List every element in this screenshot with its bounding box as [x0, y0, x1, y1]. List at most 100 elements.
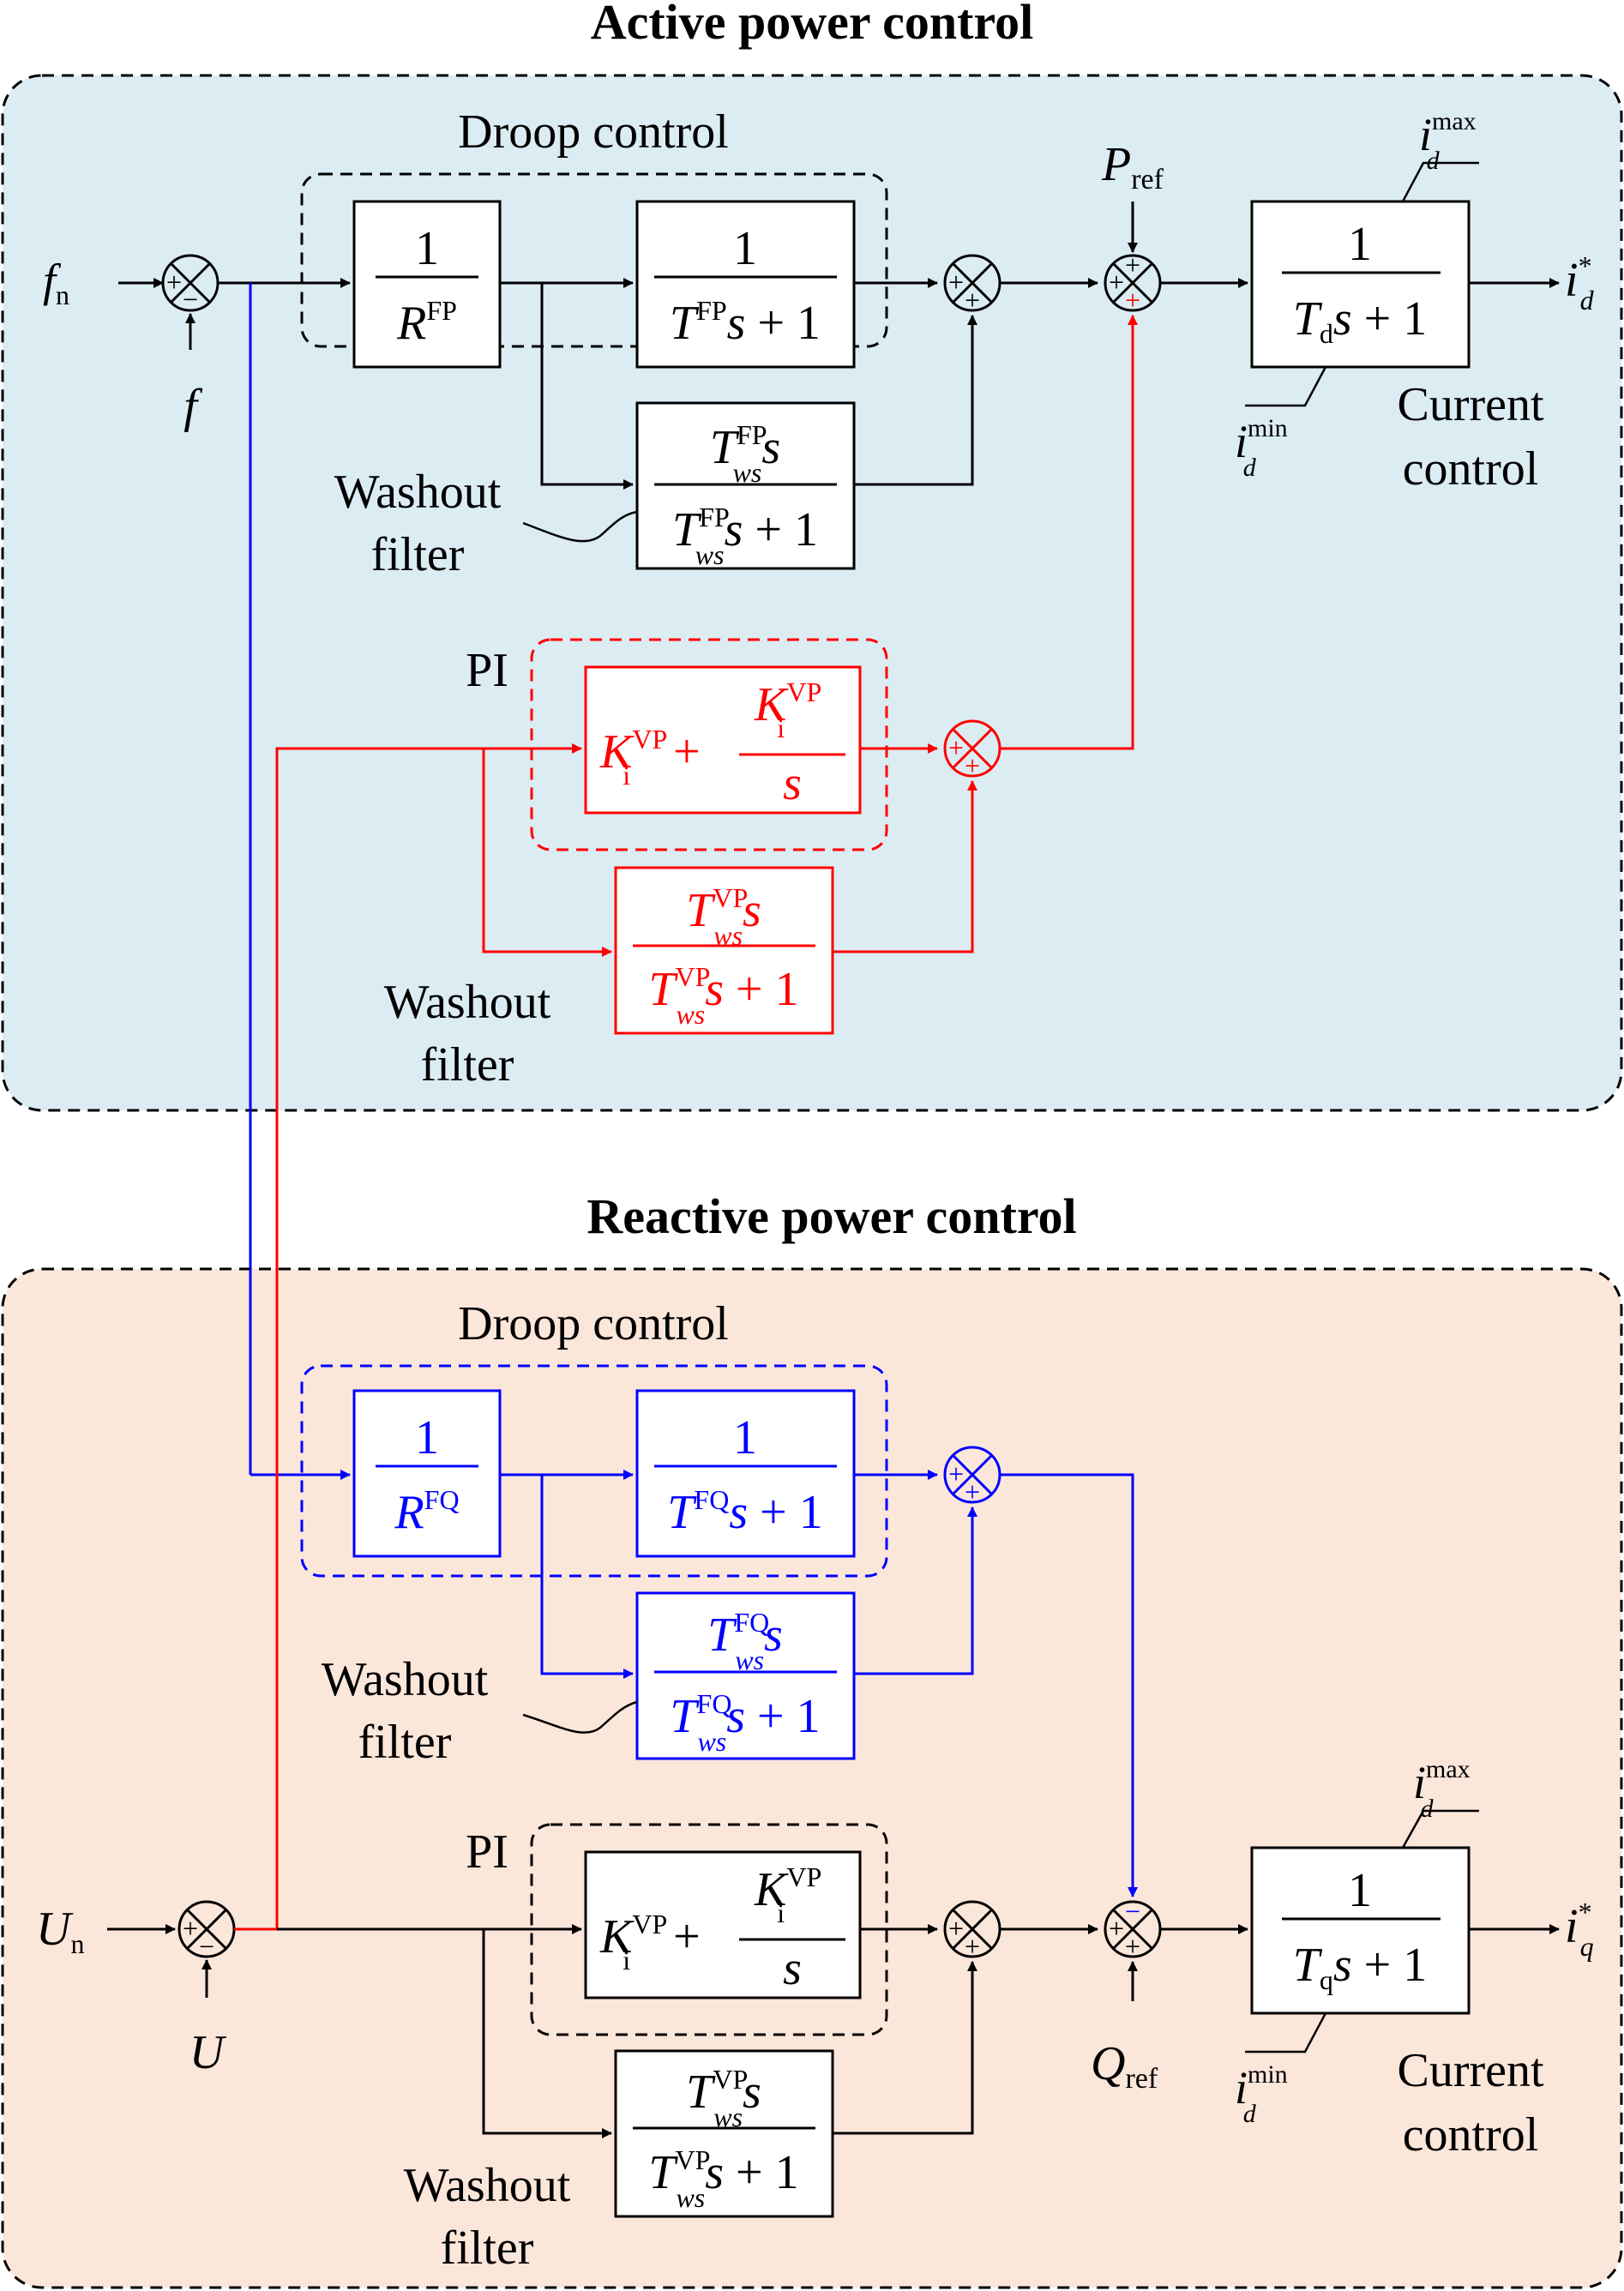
active-limit-max-leader — [1401, 161, 1479, 202]
svg-text:Tqs + 1: Tqs + 1 — [1293, 1939, 1428, 1995]
active-sum-pref: + + + — [1104, 250, 1162, 316]
active-output-id: i*d — [1565, 250, 1595, 316]
svg-text:Tds + 1: Tds + 1 — [1293, 292, 1428, 349]
reactive-limit-max-leader — [1401, 1809, 1479, 1849]
active-wire — [854, 315, 977, 486]
svg-text:1: 1 — [733, 222, 757, 275]
reactive-pi-washout-label: Washout — [404, 2159, 571, 2212]
active-reference-p: Pref — [1101, 138, 1164, 195]
reactive-title: Reactive power control — [586, 1188, 1076, 1244]
svg-text:1: 1 — [415, 1411, 439, 1464]
reactive-reference-q: Qref — [1091, 2037, 1158, 2095]
reactive-wire — [833, 1961, 977, 2135]
svg-text:1: 1 — [1348, 1864, 1372, 1917]
reactive-sum-droop: + + — [943, 1446, 1001, 1507]
reactive-input-un: Un — [36, 1903, 84, 1959]
active-limit-min-leader — [1245, 366, 1327, 407]
svg-text:+: + — [965, 1931, 980, 1962]
active-droop-group — [300, 172, 888, 348]
reactive-output-iq: i*q — [1565, 1897, 1594, 1962]
reactive-feedback-u: U — [189, 2026, 227, 2079]
reactive-pi-label: PI — [466, 1825, 508, 1879]
svg-text:+: + — [1109, 1913, 1124, 1944]
active-pi-group — [530, 638, 888, 851]
active-pi-washout-label: filter — [421, 1038, 514, 1091]
reactive-limit-min-leader — [1245, 2012, 1327, 2053]
svg-text:+: + — [166, 267, 182, 298]
svg-text:−: − — [1125, 1896, 1140, 1927]
active-droop-label: Droop control — [458, 105, 729, 159]
reactive-sum-voltage: + − — [177, 1900, 236, 1962]
reactive-pi-washout-label: filter — [441, 2222, 534, 2275]
reactive-droop-gain-block: 1 RFQ — [352, 1389, 502, 1558]
active-wire — [540, 283, 634, 490]
reactive-current-label: control — [1403, 2108, 1539, 2162]
svg-text:+: + — [948, 267, 964, 298]
active-pi-label: PI — [466, 644, 508, 697]
reactive-droop-lowpass-block: 1 TFQs + 1 — [635, 1389, 856, 1558]
svg-text:1: 1 — [415, 222, 439, 275]
reactive-current-control-block: 1 Tqs + 1 — [1250, 1846, 1471, 2015]
svg-text:+: + — [1125, 285, 1140, 316]
svg-text:+: + — [948, 732, 964, 763]
reactive-droop-group — [300, 1364, 888, 1578]
active-washout-leader — [522, 510, 638, 543]
svg-text:+: + — [948, 1913, 964, 1944]
reactive-sum-pi: + + — [943, 1900, 1001, 1962]
reactive-wire-blue — [1000, 1473, 1138, 1897]
svg-text:+: + — [1125, 1931, 1140, 1962]
svg-text:s: s — [783, 1942, 802, 1995]
reactive-wire — [482, 1929, 612, 2138]
active-sum-freq: + − — [161, 254, 220, 315]
reactive-wire-blue — [854, 1506, 977, 1675]
active-droop-lowpass-block: 1 TFPs + 1 — [635, 200, 856, 369]
active-washout-label: Washout — [334, 466, 502, 519]
reactive-droop-label: Droop control — [458, 1297, 729, 1350]
reactive-washout-label: filter — [358, 1716, 452, 1769]
svg-text:1: 1 — [1348, 218, 1372, 271]
svg-text:+: + — [1109, 267, 1124, 298]
svg-text:1: 1 — [733, 1411, 757, 1464]
svg-text:−: − — [199, 1931, 214, 1962]
svg-text:+: + — [948, 1458, 964, 1489]
svg-text:+: + — [965, 750, 980, 781]
svg-text:+: + — [1125, 250, 1140, 280]
svg-text:TFQs + 1: TFQs + 1 — [667, 1484, 822, 1539]
active-pi-washout-label: Washout — [384, 976, 551, 1029]
active-droop-gain-block: 1 RFP — [352, 200, 502, 369]
reactive-current-label: Current — [1397, 2044, 1544, 2097]
active-title: Active power control — [591, 0, 1034, 50]
svg-text:RFQ: RFQ — [394, 1484, 459, 1539]
active-current-label: control — [1403, 442, 1539, 496]
svg-text:+: + — [183, 1913, 198, 1944]
active-washout-label: filter — [371, 528, 465, 581]
active-wire-red — [833, 780, 977, 953]
reactive-washout-leader — [522, 1700, 638, 1734]
reactive-washout-label: Washout — [322, 1653, 489, 1706]
active-current-label: Current — [1397, 378, 1544, 431]
reactive-pi-group — [530, 1823, 888, 2036]
svg-text:s: s — [783, 757, 802, 810]
active-wire-red — [482, 749, 612, 957]
svg-text:TFPs + 1: TFPs + 1 — [670, 295, 821, 350]
